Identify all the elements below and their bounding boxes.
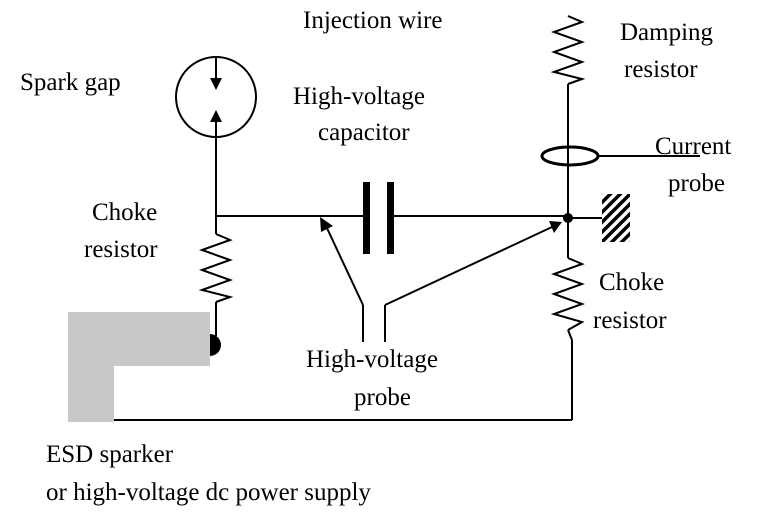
label-hv-capacitor-line2: capacitor — [318, 119, 410, 146]
label-spark-gap: Spark gap — [20, 69, 121, 96]
wire-right-choke-down — [567, 329, 573, 341]
choke-resistor-left — [198, 233, 234, 303]
choke-resistor-right — [550, 257, 585, 331]
spark-gap-upper-electrode — [210, 57, 222, 90]
label-injection-wire: Injection wire — [303, 7, 443, 34]
ground-hatch — [602, 194, 630, 242]
hv-probe-lead-right — [384, 221, 562, 342]
damping-resistor — [550, 15, 586, 85]
label-choke-left-line1: Choke — [92, 199, 157, 226]
label-hv-probe-line2: probe — [354, 384, 411, 411]
hv-capacitor-plate-right — [387, 182, 394, 254]
label-damping-resistor-line2: resistor — [624, 56, 698, 83]
label-damping-resistor-line1: Damping — [620, 19, 714, 46]
sparker-tip — [210, 334, 221, 356]
hv-capacitor-plate-left — [363, 182, 370, 254]
label-choke-left-line2: resistor — [84, 236, 158, 263]
esd-sparker-block — [68, 312, 210, 422]
label-current-probe-line1: Current — [655, 133, 731, 160]
label-esd-line2: or high-voltage dc power supply — [46, 479, 371, 506]
spark-gap-lower-electrode — [210, 110, 222, 137]
label-hv-capacitor-line1: High-voltage — [293, 83, 425, 110]
label-choke-right-line1: Choke — [599, 269, 664, 296]
current-probe-ring — [540, 145, 600, 167]
label-hv-probe-line1: High-voltage — [306, 346, 438, 373]
hv-probe-lead-left — [320, 217, 364, 342]
label-current-probe-line2: probe — [668, 170, 725, 197]
label-esd-line1: ESD sparker — [46, 441, 174, 468]
label-choke-right-line2: resistor — [593, 307, 667, 334]
